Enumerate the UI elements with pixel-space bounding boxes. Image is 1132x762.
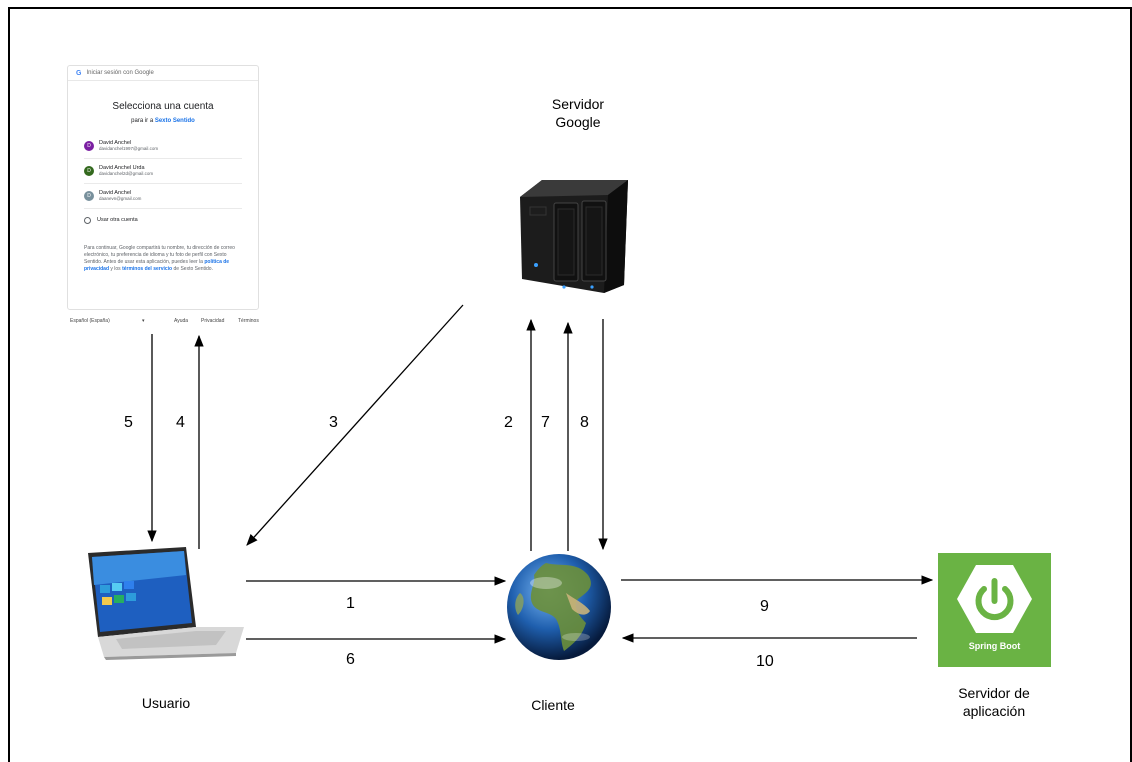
app-server-label-line2: aplicación	[962, 703, 1026, 719]
app-name-link[interactable]: Sexto Sentido	[154, 118, 195, 124]
account-list: D David Anchel davidanchel1997@gmail.com…	[84, 134, 242, 231]
spring-boot-logo: Spring Boot	[938, 553, 1051, 667]
laptop-icon	[88, 547, 244, 660]
account-email: davidanchel2d@gmail.com	[99, 171, 154, 176]
diagram-frame	[8, 7, 1132, 762]
google-server-label-line2: Google	[555, 114, 601, 130]
google-server-label-line1: Servidor	[551, 96, 605, 112]
google-server-label: Servidor Google	[538, 95, 618, 131]
account-item[interactable]: D David Anchel davidanchel1997@gmail.com	[84, 134, 242, 159]
client-label: Cliente	[531, 697, 575, 713]
server-icon	[520, 180, 628, 293]
arrow-label-6: 6	[346, 651, 355, 668]
power-icon	[957, 565, 1032, 633]
google-login-info: Para continuar, Google compartirá tu nom…	[84, 245, 235, 272]
globe-icon	[507, 554, 611, 660]
arrow-label-7: 7	[541, 414, 550, 431]
account-circle-icon	[84, 216, 91, 224]
terms-of-service-link[interactable]: términos del servicio	[122, 266, 173, 272]
help-link[interactable]: Ayuda	[174, 318, 189, 324]
avatar: D	[84, 191, 94, 201]
arrow-label-8: 8	[580, 414, 589, 431]
account-name: David Anchel	[99, 140, 132, 146]
chevron-down-icon: ▾	[142, 318, 145, 324]
google-logo-icon: G	[76, 69, 82, 77]
spring-boot-label: Spring Boot	[968, 641, 1021, 651]
google-login-header-text: Iniciar sesión con Google	[86, 70, 154, 76]
arrow-label-10: 10	[756, 653, 774, 670]
account-email: davidanchel1997@gmail.com	[99, 146, 159, 151]
arrow-label-2: 2	[504, 414, 513, 431]
app-server-label: Servidor de aplicación	[944, 684, 1044, 720]
avatar: D	[84, 141, 94, 151]
avatar: D	[84, 166, 94, 176]
arrow-label-5: 5	[124, 414, 133, 431]
terms-link[interactable]: Términos	[238, 318, 259, 324]
arrow-label-3: 3	[329, 414, 338, 431]
app-server-label-line1: Servidor de	[958, 685, 1030, 701]
use-other-account-button[interactable]: Usar otra cuenta	[84, 209, 242, 231]
account-email: daanevn@gmail.com	[99, 196, 142, 201]
arrow-label-4: 4	[176, 414, 185, 431]
account-item[interactable]: D David Anchel daanevn@gmail.com	[84, 184, 242, 209]
account-name: David Anchel Urda	[99, 165, 145, 171]
account-item[interactable]: D David Anchel Urda davidanchel2d@gmail.…	[84, 159, 242, 184]
google-login-card: G Iniciar sesión con Google Selecciona u…	[67, 65, 259, 310]
google-login-subtitle: para ir a Sexto Sentido	[131, 118, 195, 124]
language-select[interactable]: Español (España)	[70, 318, 110, 324]
google-login-title: Selecciona una cuenta	[112, 101, 214, 112]
google-login-footer: Español (España) ▾ Ayuda Privacidad Térm…	[70, 318, 262, 328]
privacy-policy-link[interactable]: política de privacidad	[84, 259, 230, 272]
user-label: Usuario	[141, 695, 191, 711]
arrow-label-9: 9	[760, 598, 769, 615]
privacy-link[interactable]: Privacidad	[201, 318, 225, 324]
account-name: David Anchel	[99, 190, 132, 196]
arrow-label-1: 1	[346, 595, 355, 612]
arrow-3	[246, 304, 464, 546]
google-login-header: G Iniciar sesión con Google	[68, 66, 258, 81]
